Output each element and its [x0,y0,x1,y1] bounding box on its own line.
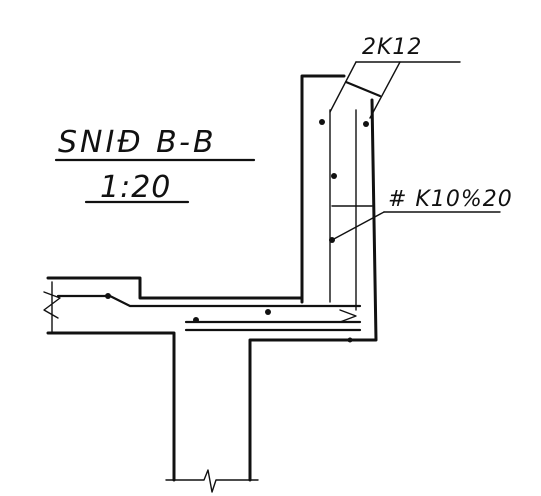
column-break-line [165,469,259,493]
stirrup-label: # K10%20 [388,187,513,212]
slab-bottom-rebar [56,294,362,308]
rebar-dot [265,309,271,315]
scale-label: 1:20 [100,170,171,205]
rebar-dot [319,119,325,125]
slab-break-line [43,281,61,334]
rebar-top-label: 2K12 [362,35,422,60]
rebar-dot [105,293,111,299]
concrete-outline [46,74,378,482]
rebar-top-leader-2 [369,61,401,119]
slab-rebar-end [339,309,357,323]
section-title: SNIĐ B-B [58,125,217,160]
rebar-dot [193,317,199,323]
rebar-dot [331,173,337,179]
rebar-dot [363,121,369,127]
top-rebar-hook [344,80,382,98]
rebar-dot [347,337,353,343]
stirrup-leader [331,211,385,241]
rebar-top-leader-1 [329,61,357,113]
